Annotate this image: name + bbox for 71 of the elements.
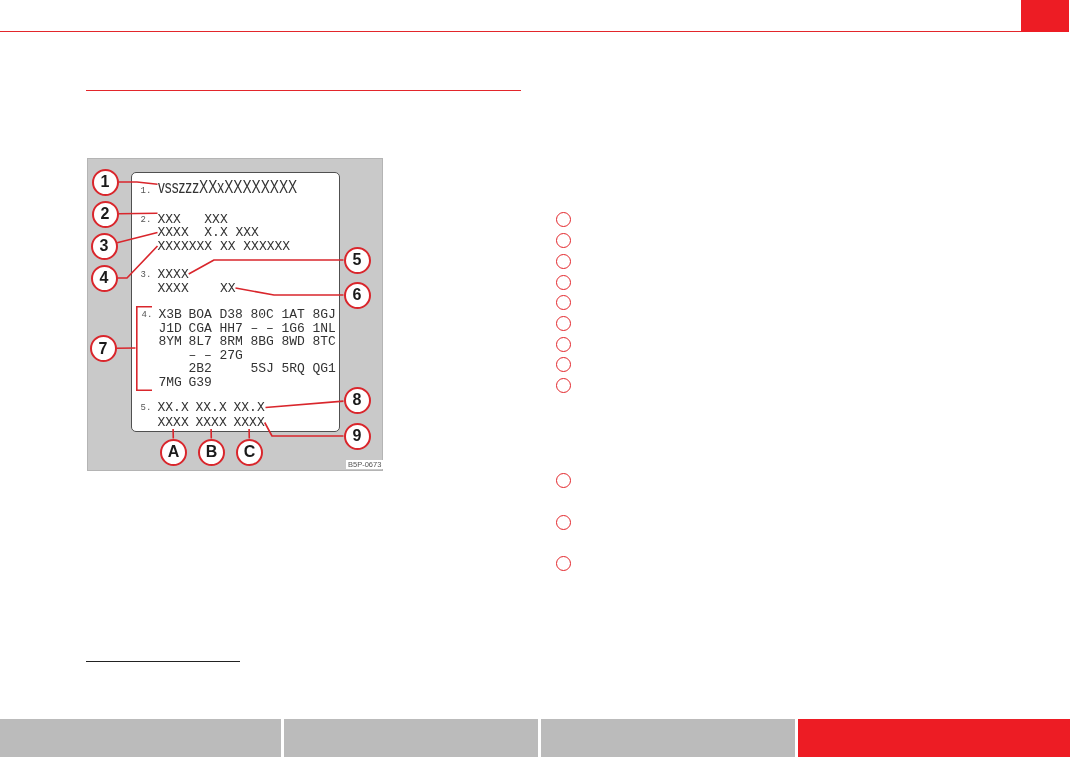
option-code: BOA [188, 308, 212, 321]
row-number: 1. [140, 186, 152, 196]
data-text: XXXX [157, 267, 189, 281]
data-text: XXXX [233, 416, 265, 429]
leader-line [248, 428, 251, 440]
callout-circle [556, 336, 571, 352]
leader-line [234, 287, 345, 296]
option-code: 8L7 [188, 335, 212, 348]
row-number: 2. [140, 215, 152, 225]
row-number: 5. [140, 404, 152, 414]
option-code: 8YM [158, 335, 182, 348]
data-sticker [131, 172, 340, 432]
option-code: 8WD [281, 335, 305, 348]
option-code: 27G [219, 349, 243, 362]
option-code: J1D [158, 321, 182, 335]
callout-circle [556, 232, 571, 248]
callout-circle [556, 274, 571, 290]
callout-circle [556, 356, 571, 372]
leader-line [264, 400, 345, 409]
leader-line [116, 231, 159, 244]
data-text: XX [219, 281, 236, 295]
leader-line [172, 428, 175, 440]
data-text: XXXX [157, 416, 189, 429]
data-text: X.X XXX [204, 226, 259, 239]
leader-line [116, 245, 159, 279]
leader-line [210, 428, 213, 440]
option-code: 8GJ [312, 308, 336, 321]
data-text: XXXX [157, 226, 189, 239]
callout-circle [556, 253, 571, 269]
option-code: 2B2 [188, 362, 212, 375]
option-code: 5SJ [250, 362, 274, 375]
option-code: HH7 [219, 321, 243, 335]
leader-line [263, 421, 345, 437]
leader-line [187, 259, 345, 275]
callout-circle [556, 377, 571, 393]
option-code: 80C [250, 308, 274, 321]
data-text: XXXX [195, 416, 227, 429]
data-text: XXXX [157, 281, 189, 295]
callout-circle [556, 472, 571, 488]
option-code: – – [250, 321, 274, 335]
row-number: 3. [140, 270, 152, 280]
callout-circle [556, 211, 571, 227]
option-code: 1NL [312, 321, 336, 335]
option-code: 8TC [312, 335, 336, 348]
option-code: 1G6 [281, 321, 305, 335]
option-code: D38 [219, 308, 243, 321]
option-code: X3B [158, 308, 182, 321]
option-code: 7MG [158, 376, 182, 389]
option-code: 8BG [250, 335, 274, 348]
leader-line [117, 212, 159, 215]
option-code: – – [188, 349, 212, 362]
callout-circle [556, 555, 571, 571]
leader-line [117, 181, 159, 185]
leader-line [115, 347, 137, 350]
data-text: XXXXXXX XX XXXXXX [157, 239, 291, 253]
option-code: 1AT [281, 308, 305, 321]
callout-circle [556, 315, 571, 331]
data-text: XXX [157, 212, 181, 226]
callout-circle [556, 294, 571, 310]
data-text: XX.X [157, 401, 189, 414]
data-text: XX.X [195, 401, 227, 414]
vin-text: vsszzzXXxXXXXXXXX [157, 177, 297, 197]
callout-circle [556, 514, 571, 530]
option-code: 5RQ [281, 362, 305, 375]
option-code: QG1 [312, 362, 336, 375]
data-text: XX.X [233, 401, 265, 414]
data-text: XXX [204, 212, 228, 226]
row-number: 4. [141, 311, 153, 321]
option-code: CGA [188, 321, 212, 335]
option-code: 8RM [219, 335, 243, 348]
option-code: G39 [188, 376, 212, 389]
